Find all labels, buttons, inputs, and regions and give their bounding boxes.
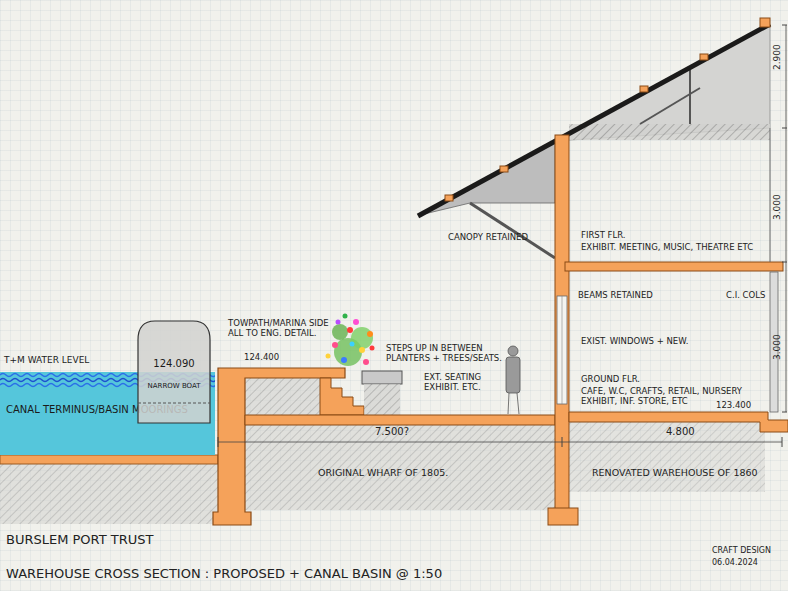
room-name: FIRST FLR. [581, 230, 626, 240]
drawing-title: BURSLEM PORT TRUST [6, 532, 153, 548]
dimension: 3.000 [772, 194, 783, 220]
author: CRAFT DESIGN [712, 546, 771, 556]
boat-label: NARROW BOAT [148, 382, 201, 390]
narrow-boat: 124.090NARROW BOAT [135, 318, 213, 426]
note: BEAMS RETAINED [578, 290, 653, 300]
boat-outline [135, 318, 213, 426]
note: STEPS UP IN BETWEEN PLANTERS + TREES/SEA… [386, 343, 522, 363]
room-use: EXHIBIT. MEETING, MUSIC, THEATRE ETC [581, 242, 753, 252]
note: ORIGINAL WHARF OF 1805. [318, 467, 448, 478]
note: C.I. COLS [726, 290, 765, 300]
note: EXT. SEATING EXHIBIT. ETC. [424, 372, 504, 392]
room-name: GROUND FLR. [581, 374, 640, 384]
dimension: 2.900 [772, 44, 783, 70]
note: TOWPATH/MARINA SIDE ALL TO ENG. DETAIL. [228, 318, 346, 338]
date: 06.04.2024 [712, 558, 758, 568]
dimension: 4.800 [666, 426, 695, 438]
level-number: 124.400 [244, 352, 279, 362]
note: CANOPY RETAINED [448, 232, 528, 242]
dimension: 3.000 [772, 334, 783, 360]
note: RENOVATED WAREHOUSE OF 1860 [592, 467, 758, 478]
note: T+M WATER LEVEL [4, 355, 89, 366]
drawing-subtitle: WAREHOUSE CROSS SECTION : PROPOSED + CAN… [6, 566, 442, 582]
dimension: 7.500? [375, 426, 409, 438]
note: EXIST. WINDOWS + NEW. [581, 336, 688, 346]
level-number: 124.090 [153, 358, 194, 370]
level-number: 123.400 [716, 400, 751, 410]
